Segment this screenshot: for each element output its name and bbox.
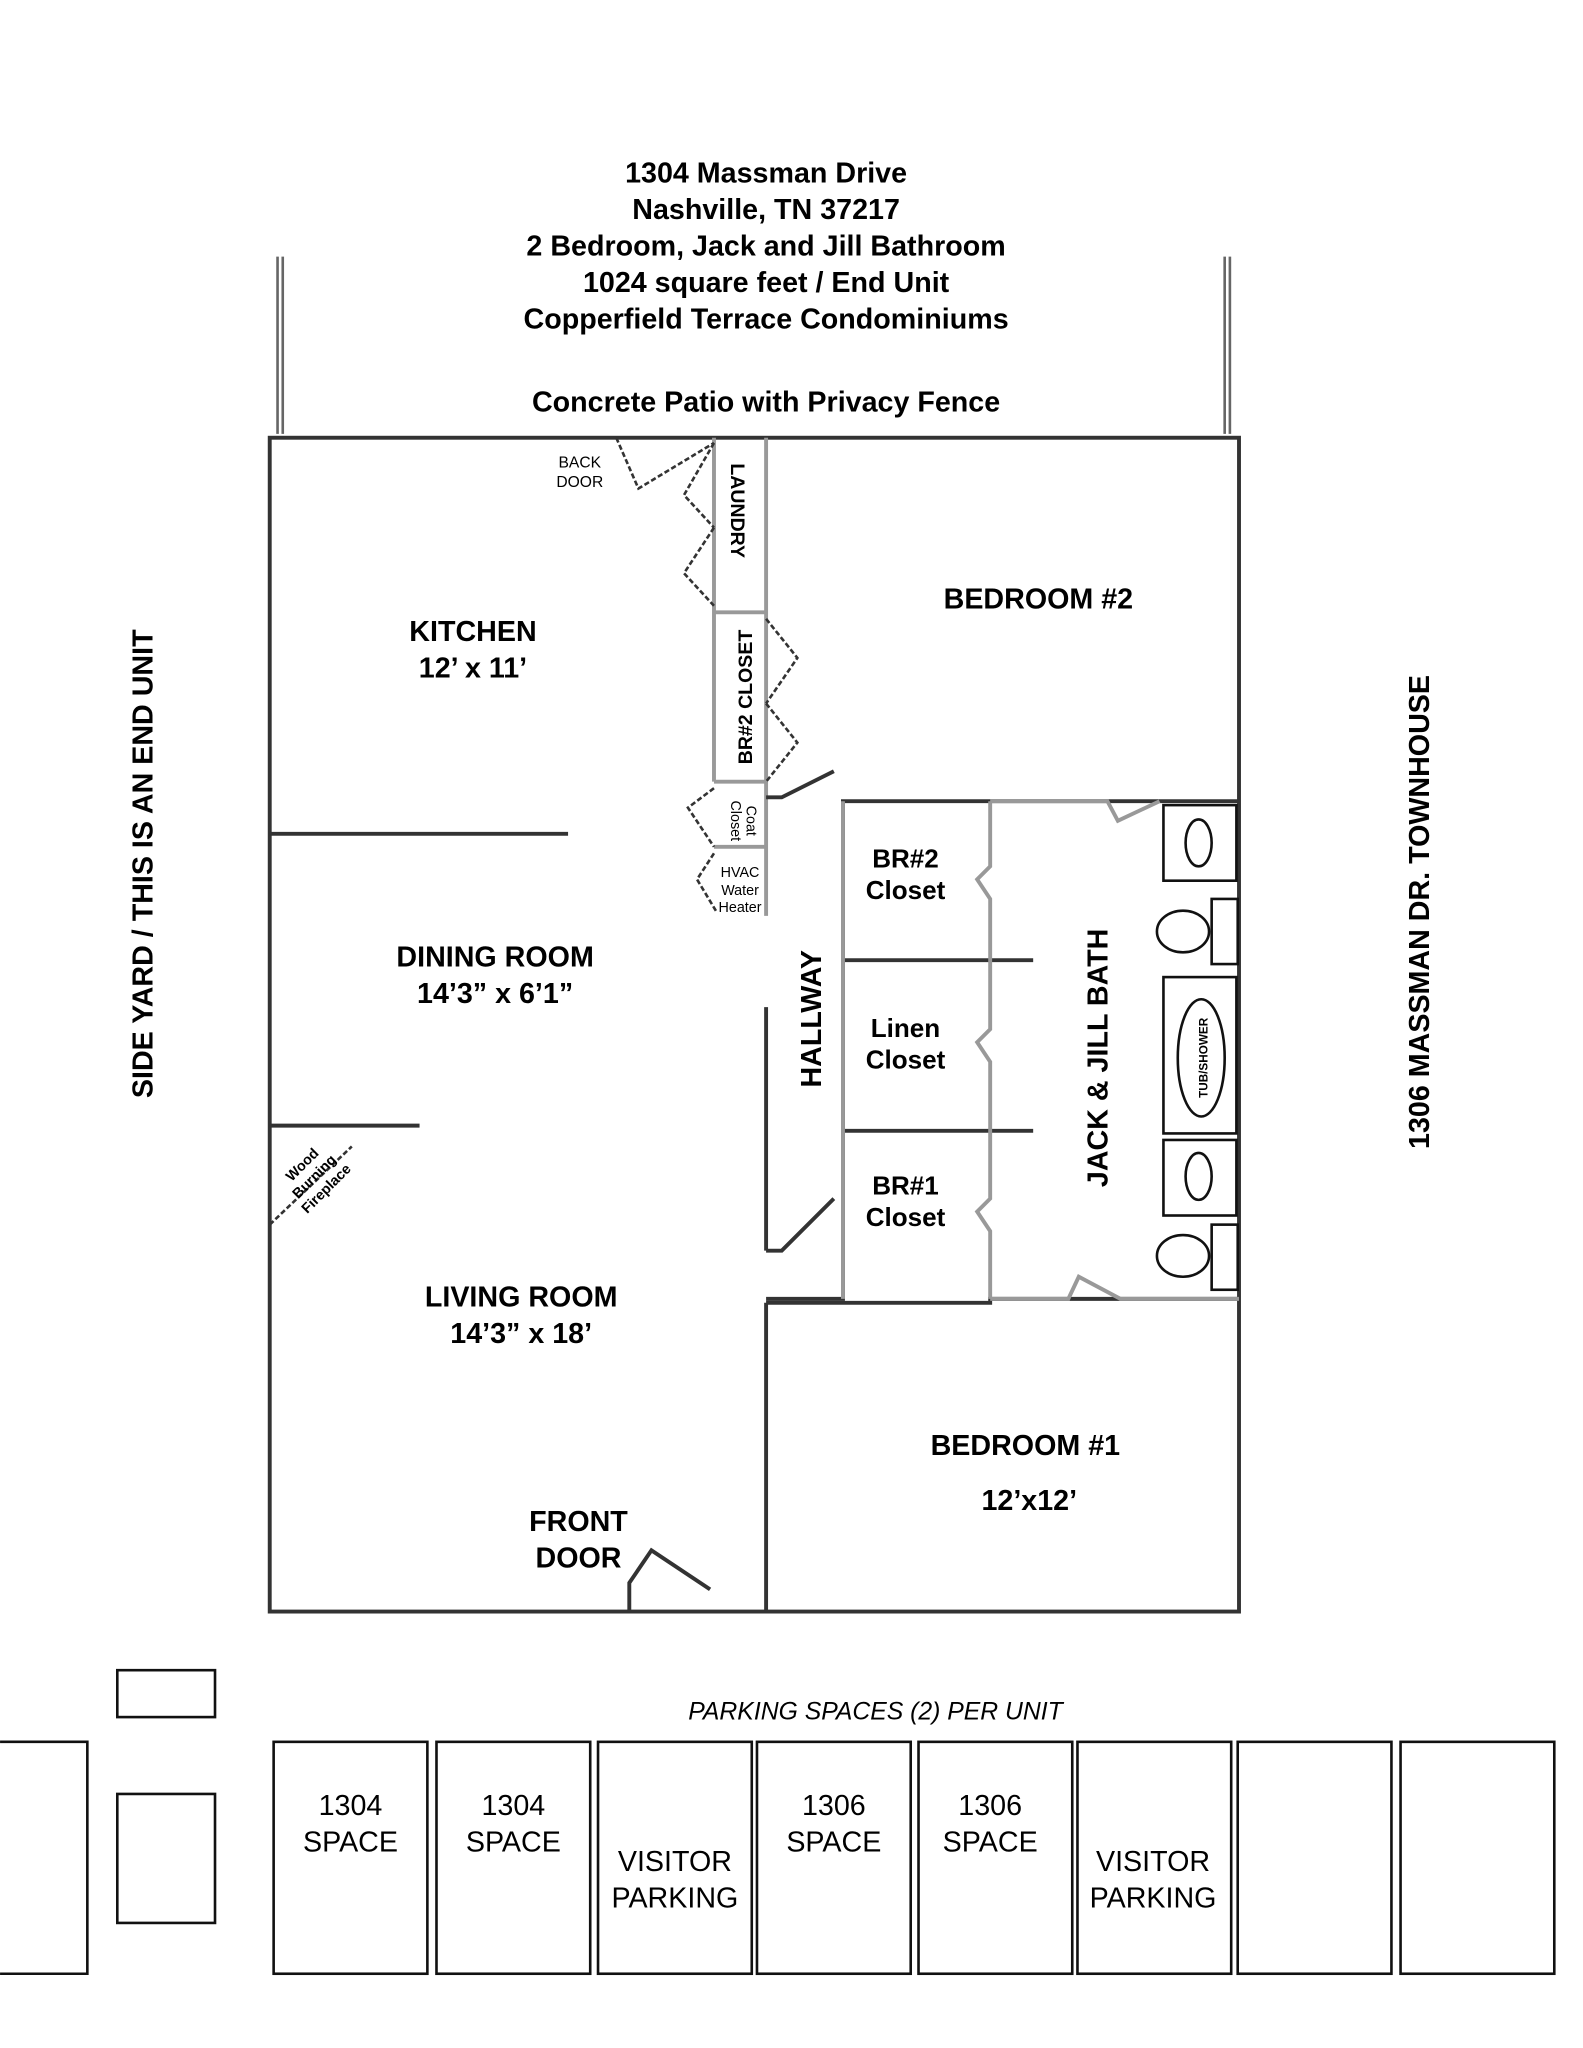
linen-closet-label: Closet — [866, 1044, 946, 1074]
doors — [268, 437, 800, 1226]
city: Nashville, TN 37217 — [632, 194, 900, 226]
parking-space-label: SPACE — [786, 1826, 881, 1858]
br2-small-closet-label: BR#2 CLOSET — [735, 630, 757, 765]
hvac-label: Water — [721, 883, 759, 899]
side-yard-label: SIDE YARD / THIS IS AN END UNIT — [127, 629, 159, 1098]
linen-closet-label: Linen — [871, 1013, 940, 1043]
parking-space-label: PARKING — [1090, 1882, 1217, 1914]
parking-space-label: SPACE — [466, 1826, 561, 1858]
hallway-label: HALLWAY — [796, 950, 828, 1087]
parking-space-label: 1306 — [958, 1790, 1022, 1822]
parking-space-label: PARKING — [611, 1882, 738, 1914]
back-door-label: BACK — [559, 455, 602, 472]
patio-label: Concrete Patio with Privacy Fence — [532, 387, 1000, 419]
parking-space-label: VISITOR — [1096, 1846, 1210, 1878]
dining-label: DINING ROOM — [396, 942, 593, 974]
living-label: LIVING ROOM — [425, 1282, 618, 1314]
br2-closet-label: BR#2 — [872, 844, 939, 874]
dining-dims: 14’3” x 6’1” — [417, 978, 573, 1010]
parking-caption: PARKING SPACES (2) PER UNIT — [688, 1699, 1064, 1726]
parking-space-label: SPACE — [303, 1826, 398, 1858]
bath-fixtures — [1155, 803, 1240, 1292]
parking-space-label: SPACE — [943, 1826, 1038, 1858]
front-door-label: DOOR — [536, 1542, 622, 1574]
parking-lot — [0, 1668, 1556, 1976]
coat-closet-label: Closet — [727, 800, 743, 841]
laundry-label: LAUNDRY — [726, 463, 748, 558]
bedroom1-label: BEDROOM #1 — [931, 1430, 1121, 1462]
community: Copperfield Terrace Condominiums — [524, 303, 1009, 335]
header: 1304 Massman Drive Nashville, TN 37217 2… — [524, 157, 1009, 418]
coat-closet-label: Coat — [743, 806, 759, 836]
size: 1024 square feet / End Unit — [583, 267, 950, 299]
br1-closet-label: Closet — [866, 1202, 946, 1232]
back-door-label: DOOR — [556, 474, 603, 491]
neighbor-label: 1306 MASSMAN DR. TOWNHOUSE — [1404, 675, 1436, 1149]
bedroom1-dims: 12’x12’ — [981, 1485, 1077, 1517]
bath-label: JACK & JILL BATH — [1082, 929, 1114, 1187]
br1-closet-label: BR#1 — [872, 1171, 939, 1201]
privacy-fence — [276, 256, 1232, 434]
br2-closet-label: Closet — [866, 875, 946, 905]
front-door-label: FRONT — [529, 1506, 628, 1538]
hvac-label: Heater — [719, 900, 762, 916]
hvac-label: HVAC — [721, 865, 760, 881]
walls — [267, 435, 1241, 1614]
parking-space-label: 1304 — [481, 1790, 545, 1822]
living-dims: 14’3” x 18’ — [450, 1318, 592, 1350]
tub-label: TUB/SHOWER — [1198, 1017, 1211, 1098]
parking-space-label: VISITOR — [618, 1846, 732, 1878]
parking-space-label: 1304 — [319, 1790, 383, 1822]
kitchen-label: KITCHEN — [409, 616, 536, 648]
bedroom2-label: BEDROOM #2 — [944, 583, 1133, 615]
layout: 2 Bedroom, Jack and Jill Bathroom — [526, 230, 1005, 262]
address: 1304 Massman Drive — [625, 157, 907, 189]
kitchen-dims: 12’ x 11’ — [419, 652, 527, 684]
parking-space-label: 1306 — [802, 1790, 866, 1822]
